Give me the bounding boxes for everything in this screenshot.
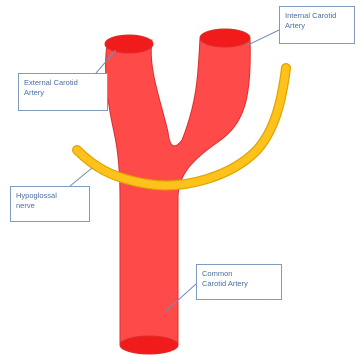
internal-carotid-label: Internal Carotid Artery — [279, 6, 355, 44]
external-carotid-label-line1: External Carotid — [24, 78, 102, 88]
common-carotid-label: Common Carotid Artery — [196, 264, 282, 300]
hypoglossal-nerve-label: Hypoglossal nerve — [10, 186, 90, 222]
common-carotid-opening — [120, 336, 178, 354]
hypoglossal-label-line2: nerve — [16, 201, 84, 211]
internal-carotid-label-line1: Internal Carotid — [285, 11, 349, 21]
leader-internal — [248, 30, 279, 45]
external-carotid-label: External Carotid Artery — [18, 73, 108, 111]
internal-carotid-opening — [200, 29, 250, 47]
external-carotid-label-line2: Artery — [24, 88, 102, 98]
common-carotid-label-line1: Common — [202, 269, 276, 279]
leader-hypoglossal — [70, 168, 92, 186]
internal-carotid-label-line2: Artery — [285, 21, 349, 31]
external-carotid-opening — [105, 35, 153, 53]
hypoglossal-label-line1: Hypoglossal — [16, 191, 84, 201]
common-carotid-label-line2: Carotid Artery — [202, 279, 276, 289]
